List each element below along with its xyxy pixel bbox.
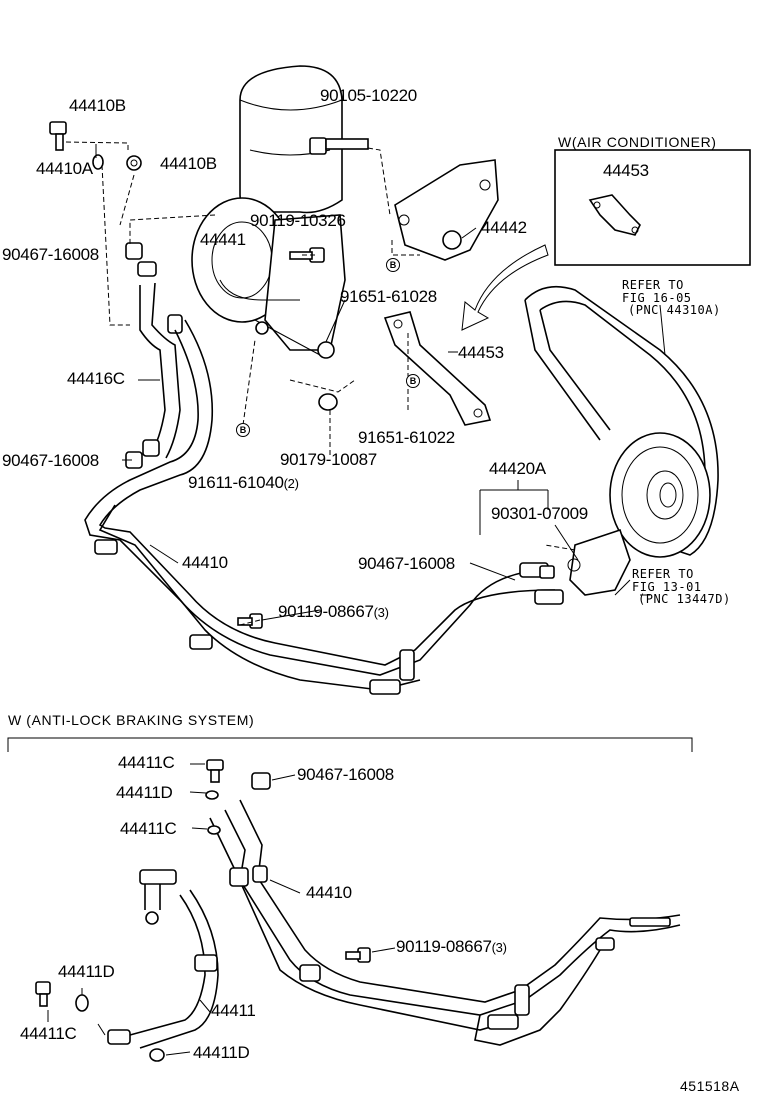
marker-b-91611-61040: B — [236, 423, 250, 437]
leader-90467-c — [469, 562, 516, 581]
oring-90467-c — [539, 565, 555, 579]
label-44453[interactable]: 44453 — [458, 343, 504, 362]
stay-44453 — [383, 311, 492, 426]
label-44411D-c[interactable]: 44411D — [193, 1043, 250, 1062]
gasket-44411D-a — [205, 790, 219, 800]
label-44453-ac[interactable]: 44453 — [603, 161, 649, 180]
refer-fig-13-01-line1: REFER TO — [632, 567, 694, 581]
leader-90119-08667 — [261, 609, 321, 621]
label-44410-abs[interactable]: 44410 — [306, 883, 352, 902]
label-91651-61028[interactable]: 91651-61028 — [340, 287, 437, 306]
refer-fig-13-01[interactable]: REFER TO FIG 13-01 (PNC 13447D) — [632, 568, 731, 606]
label-44442[interactable]: 44442 — [481, 218, 527, 237]
ac-inset-box — [554, 149, 751, 266]
oring-90467-d — [251, 772, 271, 790]
leader-44410 — [149, 544, 179, 564]
bolt-44411C-a — [206, 759, 224, 783]
label-44416C[interactable]: 44416C — [67, 369, 125, 388]
gasket-44411C-b — [207, 825, 221, 835]
leader-44420A — [479, 480, 549, 535]
refer-fig-16-05-line3: (PNC 44310A) — [628, 303, 721, 318]
refer-fig-13-01-line2: FIG 13-01 — [632, 579, 702, 594]
direction-arrow — [461, 244, 549, 331]
label-91611-61040-num: 91611-61040 — [188, 473, 284, 492]
bolt-44411C-c — [35, 981, 51, 1007]
section-abs: W (ANTI-LOCK BRAKING SYSTEM) — [8, 712, 255, 728]
abs-pressure-hose-44411 — [107, 869, 219, 1049]
leader-44442 — [461, 227, 477, 239]
nut-90179 — [318, 393, 338, 411]
union-44420A — [567, 528, 631, 596]
label-44411C-c[interactable]: 44411C — [20, 1024, 77, 1043]
bracket-44442 — [394, 159, 499, 261]
label-44411[interactable]: 44411 — [211, 1001, 256, 1020]
crank-pulley — [609, 432, 711, 558]
bolt-90105 — [309, 137, 369, 155]
label-90119-10326[interactable]: 90119-10326 — [250, 211, 346, 230]
gasket-44411D-c — [149, 1048, 165, 1062]
label-44411C-b[interactable]: 44411C — [120, 819, 177, 838]
label-44410A[interactable]: 44410A — [36, 159, 93, 178]
label-44420A[interactable]: 44420A — [489, 459, 546, 478]
refer-fig-16-05-line2: FIG 16-05 — [622, 290, 692, 305]
label-44411C-a[interactable]: 44411C — [118, 753, 175, 772]
label-44411D-b[interactable]: 44411D — [58, 962, 115, 981]
bolt-44410A — [49, 121, 67, 135]
label-90119-08667-abs-num: 90119-08667 — [396, 937, 492, 956]
label-90467-16008-c[interactable]: 90467-16008 — [358, 554, 455, 573]
label-90119-08667-qty: (3) — [373, 605, 389, 620]
label-44411D-a[interactable]: 44411D — [116, 783, 173, 802]
refer-fig-16-05[interactable]: REFER TO FIG 16-05 (PNC 44310A) — [622, 279, 721, 317]
refer-fig-16-05-line1: REFER TO — [622, 278, 684, 292]
label-90467-16008-a[interactable]: 90467-16008 — [2, 245, 99, 264]
leader-90301 — [554, 524, 579, 561]
label-91651-61022[interactable]: 91651-61022 — [358, 428, 455, 447]
gasket-44410B-top — [92, 154, 104, 170]
diagram-id: 451518A — [680, 1078, 740, 1094]
label-90467-16008-b[interactable]: 90467-16008 — [2, 451, 99, 470]
section-air-conditioner: W(AIR CONDITIONER) — [558, 134, 717, 150]
gasket-44410B-mid — [126, 155, 142, 171]
oring-90467-a — [125, 242, 143, 260]
hose-44416C — [137, 261, 183, 459]
pressure-tubes-44410 — [84, 319, 564, 695]
label-90119-08667-abs-qty: (3) — [491, 940, 507, 955]
bolt-44410A-shank — [55, 133, 64, 151]
label-90119-08667[interactable]: 90119-08667(3) — [278, 603, 389, 620]
label-90105-10220[interactable]: 90105-10220 — [320, 86, 417, 105]
label-44441[interactable]: 44441 — [200, 230, 246, 249]
gasket-44411D-b — [75, 994, 89, 1012]
marker-b-91651-61022: B — [406, 374, 420, 388]
label-90119-08667-num: 90119-08667 — [278, 602, 374, 621]
marker-b-91651-61028: B — [386, 258, 400, 272]
pump-body — [191, 197, 346, 359]
ac-bracket-44453 — [588, 194, 641, 236]
label-91611-61040[interactable]: 91611-61040(2) — [188, 474, 299, 491]
bolt-90119-08667 — [237, 613, 263, 629]
abs-section-bracket — [7, 737, 693, 752]
label-90119-08667-abs[interactable]: 90119-08667(3) — [396, 938, 507, 955]
bolt-90119-08667-abs — [345, 947, 371, 963]
abs-tubes-44410 — [209, 799, 681, 1046]
label-90467-16008-d[interactable]: 90467-16008 — [297, 765, 394, 784]
label-91611-61040-qty: (2) — [283, 476, 299, 491]
refer-fig-13-01-line3: (PNC 13447D) — [638, 592, 731, 607]
label-44410[interactable]: 44410 — [182, 553, 228, 572]
label-90179-10087[interactable]: 90179-10087 — [280, 450, 377, 469]
label-90301-07009[interactable]: 90301-07009 — [491, 504, 588, 523]
label-44410B-mid[interactable]: 44410B — [160, 154, 217, 173]
label-44410B-top[interactable]: 44410B — [69, 96, 126, 115]
